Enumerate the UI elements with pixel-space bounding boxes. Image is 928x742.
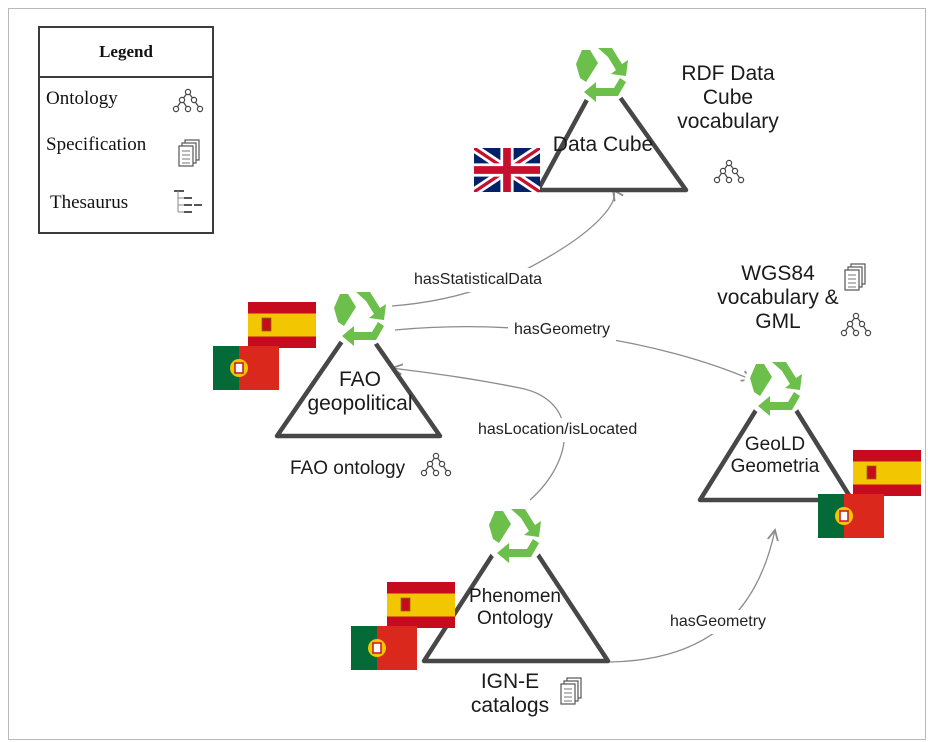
specification-icon bbox=[844, 263, 866, 291]
recycle-icon-phenomen bbox=[483, 501, 547, 565]
triangle-data-cube bbox=[535, 69, 689, 193]
edge-label-has-location: hasLocation/isLocated bbox=[478, 421, 638, 438]
node-caption-geold: WGS84 vocabulary & GML bbox=[717, 262, 839, 333]
spain-flag-icon bbox=[248, 302, 316, 348]
portugal-flag-icon bbox=[351, 626, 417, 670]
recycle-icon-fao bbox=[328, 284, 392, 348]
recycle-icon-geold bbox=[744, 354, 808, 418]
specification-icon bbox=[178, 139, 200, 167]
legend: Legend Ontology Specification Thesaurus bbox=[38, 26, 214, 234]
spain-flag-icon bbox=[853, 450, 921, 496]
edge-label-has-statistical-data: hasStatisticalData bbox=[414, 271, 543, 288]
node-label-fao: FAO geopolitical bbox=[307, 368, 413, 415]
edge-has-statistical-data bbox=[391, 190, 614, 307]
edge-has-location bbox=[392, 368, 566, 501]
node-label-phenomen: Phenomen Ontology bbox=[469, 586, 561, 629]
legend-title: Legend bbox=[40, 28, 212, 78]
triangle-fao bbox=[274, 315, 443, 439]
node-label-geold: GeoLD Geometria bbox=[730, 434, 820, 477]
edge-has-geometry-bottom bbox=[609, 530, 775, 663]
node-label-data-cube: Data Cube bbox=[552, 133, 654, 156]
ontology-icon bbox=[840, 312, 872, 337]
thesaurus-icon bbox=[174, 190, 202, 213]
node-caption-fao: FAO ontology bbox=[290, 458, 406, 479]
triangle-phenomen bbox=[421, 517, 611, 664]
ontology-icon bbox=[420, 452, 452, 477]
edge-label-has-geometry-bottom: hasGeometry bbox=[670, 613, 767, 630]
ontology-icon bbox=[172, 88, 204, 113]
legend-item-ontology: Ontology bbox=[46, 88, 118, 109]
ontology-icon bbox=[713, 159, 745, 184]
recycle-icon-data-cube bbox=[570, 40, 634, 104]
uk-flag-icon bbox=[474, 148, 540, 192]
edge-label-has-geometry-top: hasGeometry bbox=[514, 321, 611, 338]
legend-icons bbox=[172, 88, 204, 213]
node-caption-data-cube: RDF Data Cube vocabulary bbox=[677, 62, 779, 133]
legend-item-specification: Specification bbox=[46, 134, 147, 155]
node-caption-phenomen: IGN-E catalogs bbox=[470, 670, 550, 717]
legend-item-thesaurus: Thesaurus bbox=[50, 192, 129, 213]
specification-icon bbox=[560, 677, 582, 705]
portugal-flag-icon bbox=[818, 494, 884, 538]
triangle-geold bbox=[697, 375, 855, 503]
portugal-flag-icon bbox=[213, 346, 279, 390]
spain-flag-icon bbox=[387, 582, 455, 628]
